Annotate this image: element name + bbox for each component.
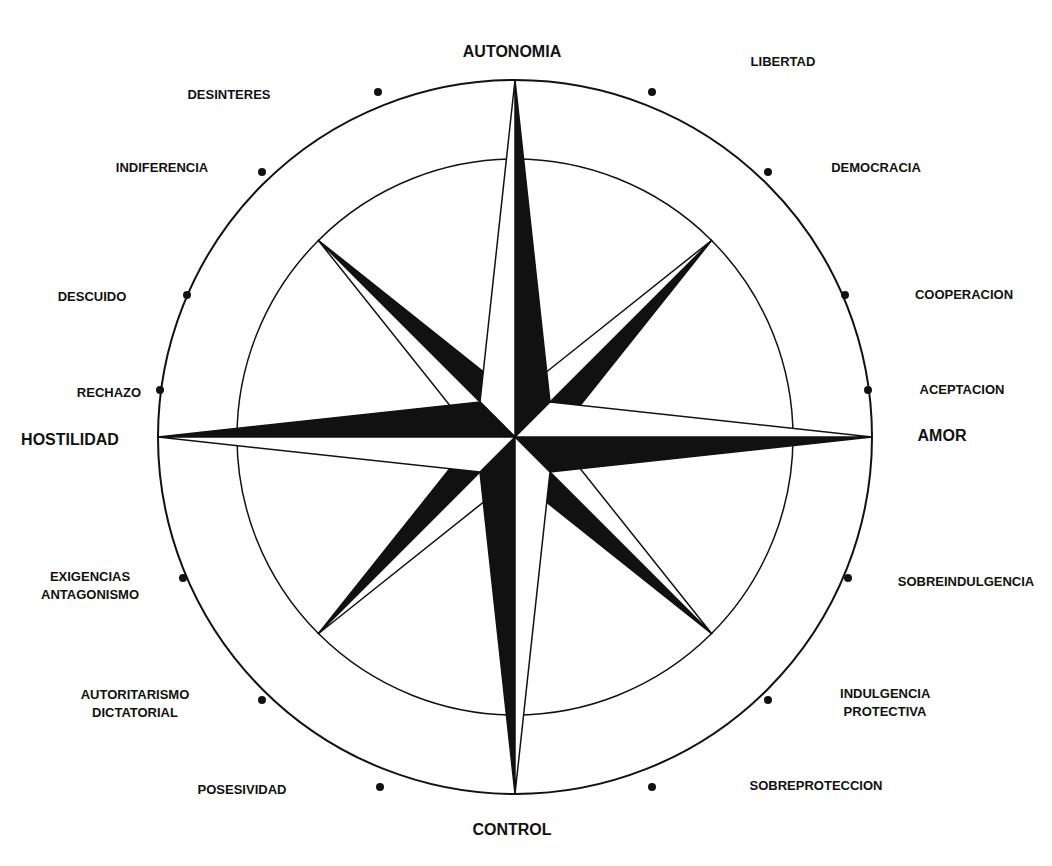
axis-label: DESINTERES — [187, 86, 270, 104]
axis-label: DESCUIDO — [58, 288, 127, 306]
outer-circle — [158, 80, 872, 794]
star-rays — [158, 80, 872, 794]
axis-label: AUTORITARISMO DICTATORIAL — [81, 686, 190, 721]
axis-label: EXIGENCIAS ANTAGONISMO — [41, 568, 139, 603]
axis-label: DEMOCRACIA — [831, 159, 921, 177]
axis-label: AUTONOMIA — [463, 41, 561, 63]
axis-label: INDIFERENCIA — [116, 159, 208, 177]
axis-label: LIBERTAD — [751, 53, 816, 71]
axis-label: RECHAZO — [77, 384, 141, 402]
axis-label: HOSTILIDAD — [21, 429, 119, 451]
axis-label: SOBREINDULGENCIA — [898, 573, 1035, 591]
axis-label: SOBREPROTECCION — [750, 777, 883, 795]
axis-label: ACEPTACION — [920, 381, 1005, 399]
axis-label: INDULGENCIA PROTECTIVA — [840, 685, 930, 720]
axis-label: CONTROL — [472, 819, 551, 841]
axis-label: COOPERACION — [915, 286, 1013, 304]
axis-label: POSESIVIDAD — [198, 781, 287, 799]
axis-label: AMOR — [918, 425, 967, 447]
